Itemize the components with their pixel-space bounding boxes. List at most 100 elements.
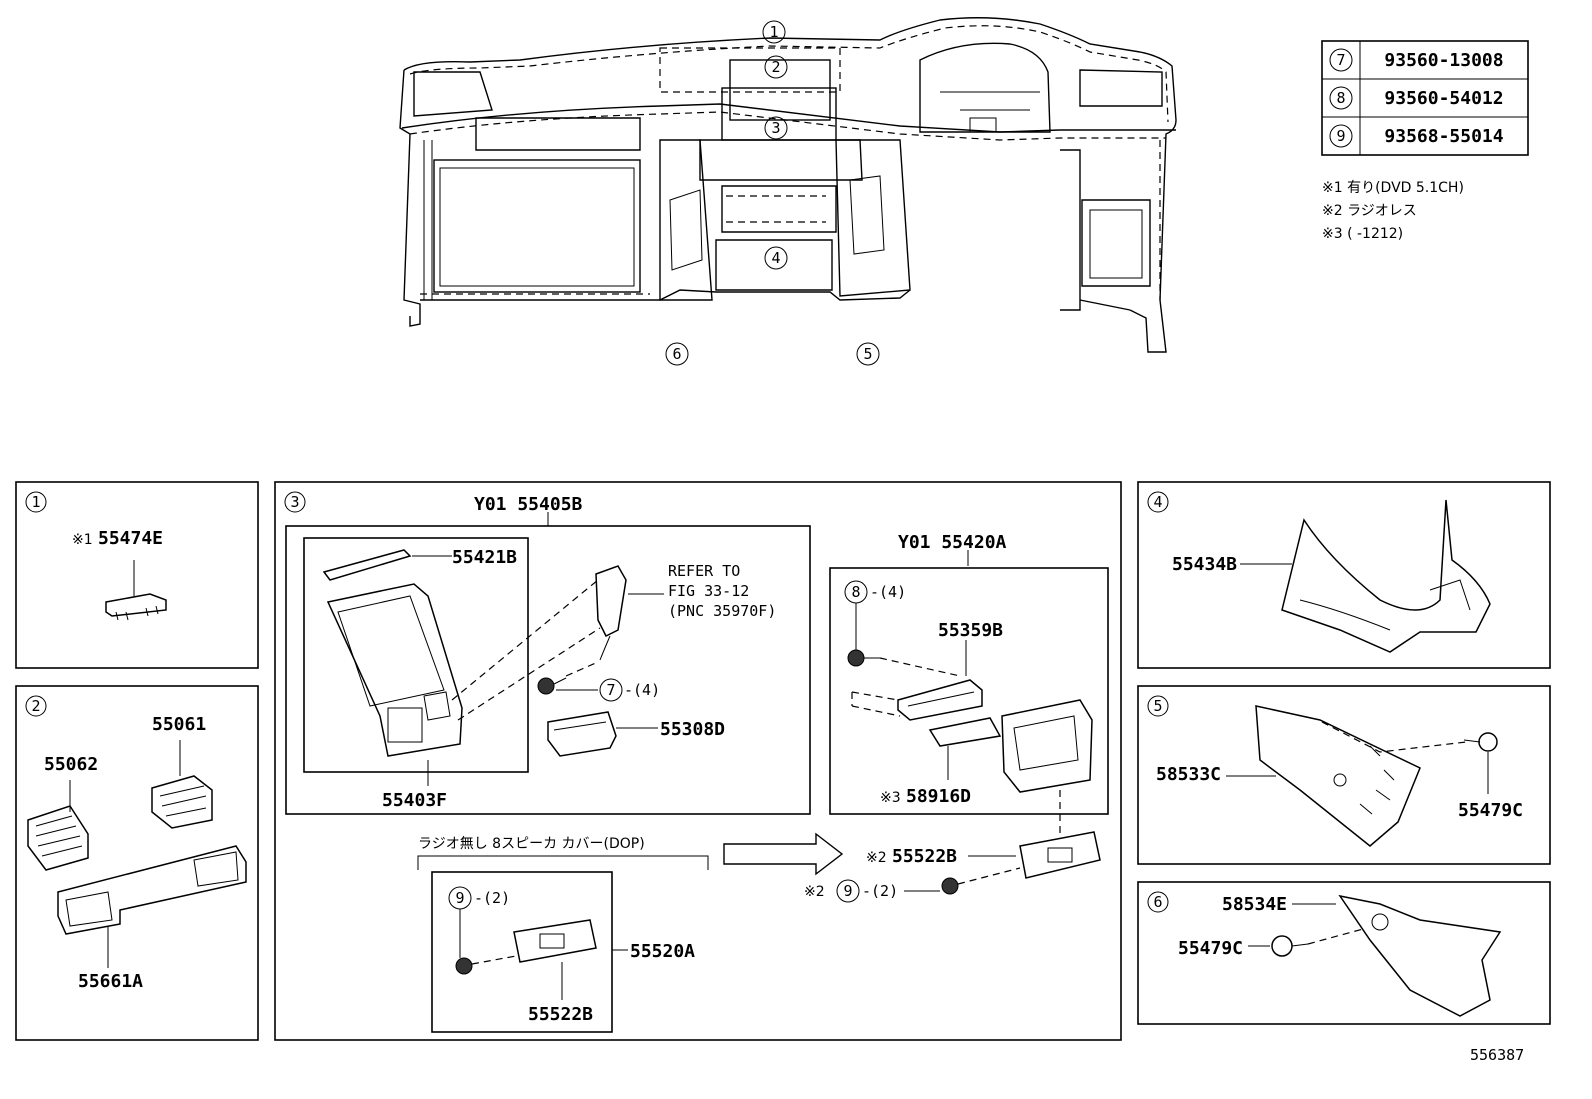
svg-text:8: 8 [1336,89,1345,107]
svg-text:REFER TO: REFER TO [668,562,740,580]
svg-text:3: 3 [290,493,299,511]
part-55403F-drawing [326,583,463,786]
part-55403F-label: 55403F [382,790,447,811]
part-55479C-label: 55479C [1458,800,1523,821]
part-55061-label: 55061 [152,714,206,735]
clip-55479C-panel6-drawing [1271,925,1375,957]
overview-callout-4: 4 [764,246,788,270]
part-55421B-drawing [322,549,452,581]
part-55522B-left-drawing [513,919,597,1000]
panel-5: 5 58533C 55479C [1137,685,1551,865]
part-55661A-drawing [57,845,247,968]
panel-6: 6 58534E 55479C [1137,881,1551,1025]
panel-3: 3 Y01 55405B 55421B 55403F REFER TO FIG … [274,481,1122,1041]
part-58533C-label: 58533C [1156,764,1221,785]
callout-7: 7 [599,678,623,702]
svg-text:4: 4 [1153,493,1162,511]
arrow-to-right [723,832,844,876]
svg-text:※2: ※2 [866,850,887,866]
panel-4: 4 55434B [1137,481,1551,669]
part-55062-label: 55062 [44,754,98,775]
svg-text:3: 3 [771,119,780,137]
note-3: ※3 ( -1212) [1322,226,1403,242]
part-55308D-drawing [547,711,658,757]
svg-text:9: 9 [1336,127,1345,145]
part-55522B-left-label: 55522B [528,1004,593,1025]
table-row: 9 93568-55014 [1329,124,1504,148]
screw-8-drawing [847,649,961,677]
svg-text:7: 7 [1336,51,1345,69]
svg-text:2: 2 [31,697,40,715]
part-55359B-drawing [851,679,983,721]
part-55474E-drawing [105,560,167,621]
svg-text:FIG 33-12: FIG 33-12 [668,582,749,600]
part-55421B-label: 55421B [452,547,517,568]
svg-text:-(4): -(4) [624,681,660,699]
svg-text:9: 9 [455,889,464,907]
svg-text:※2: ※2 [804,884,825,900]
table-row: 7 93560-13008 [1329,48,1504,72]
svg-text:5: 5 [1153,697,1162,715]
svg-text:9: 9 [843,882,852,900]
panel-1: 1 ※1 55474E [15,481,259,669]
svg-text:93560-13008: 93560-13008 [1384,50,1503,71]
note-1: ※1 有り(DVD 5.1CH) [1322,180,1464,196]
svg-text:-(2): -(2) [474,889,510,907]
svg-text:2: 2 [771,58,780,76]
part-55661A-label: 55661A [78,971,143,992]
overview-callout-1: 1 [762,20,786,44]
screw-9-right-drawing [941,867,1021,895]
note-2: ※2 ラジオレス [1322,203,1417,219]
svg-text:4: 4 [771,249,780,267]
svg-text:-(2): -(2) [862,882,898,900]
overview-callout-2: 2 [764,55,788,79]
callout-9-right: 9 [836,879,860,903]
part-58534E-drawing [1338,894,1502,1017]
part-55522B-right-drawing [1019,831,1101,879]
screw-9-left-drawing [455,955,517,975]
audio-bracket-drawing [1001,699,1093,838]
part-55474E-label: 55474E [98,528,163,549]
callout-8: 8 [844,580,868,604]
part-55522B-right-label: 55522B [892,846,957,867]
assy-55405B-label: Y01 55405B [474,494,583,515]
svg-text:93568-55014: 93568-55014 [1384,126,1503,147]
figure-id: 556387 [1470,1046,1524,1064]
part-55062-drawing [27,780,89,871]
part-55359B-label: 55359B [938,620,1003,641]
svg-text:※3: ※3 [880,790,901,806]
clip-55479C-drawing [1463,732,1498,794]
part-58533C-drawing [1255,705,1467,847]
part-55434B-label: 55434B [1172,554,1237,575]
part-55434B-drawing [1281,499,1491,653]
dashboard-overview-drawing [399,17,1177,353]
part-58916D-drawing [928,717,1002,780]
svg-text:-(4): -(4) [870,583,906,601]
svg-text:6: 6 [1153,893,1162,911]
svg-text:1: 1 [31,493,40,511]
part-55479C-panel6-label: 55479C [1178,938,1243,959]
part-55061-drawing [151,740,213,829]
svg-text:5: 5 [863,345,872,363]
overview-callout-6: 6 [665,342,689,366]
svg-text:93560-54012: 93560-54012 [1384,88,1503,109]
assy-55420A-label: Y01 55420A [898,532,1007,553]
fastener-reference-table: 7 93560-13008 8 93560-54012 9 93568-5501… [1321,40,1529,156]
table-row: 8 93560-54012 [1329,86,1504,110]
svg-text:※1: ※1 [72,532,93,548]
part-58534E-label: 58534E [1222,894,1287,915]
part-55520A-label: 55520A [630,941,695,962]
callout-9-left: 9 [448,886,472,910]
svg-text:(PNC 35970F): (PNC 35970F) [668,602,776,620]
overview-callout-5: 5 [856,342,880,366]
svg-text:6: 6 [672,345,681,363]
part-58916D-label: 58916D [906,786,971,807]
part-55308D-label: 55308D [660,719,725,740]
svg-text:1: 1 [769,23,778,41]
screw-7-drawing [537,661,599,695]
wire-harness-drawing [451,565,627,721]
svg-text:7: 7 [606,681,615,699]
overview-callout-3: 3 [764,116,788,140]
panel-2: 2 55062 55061 55661A [15,685,259,1041]
